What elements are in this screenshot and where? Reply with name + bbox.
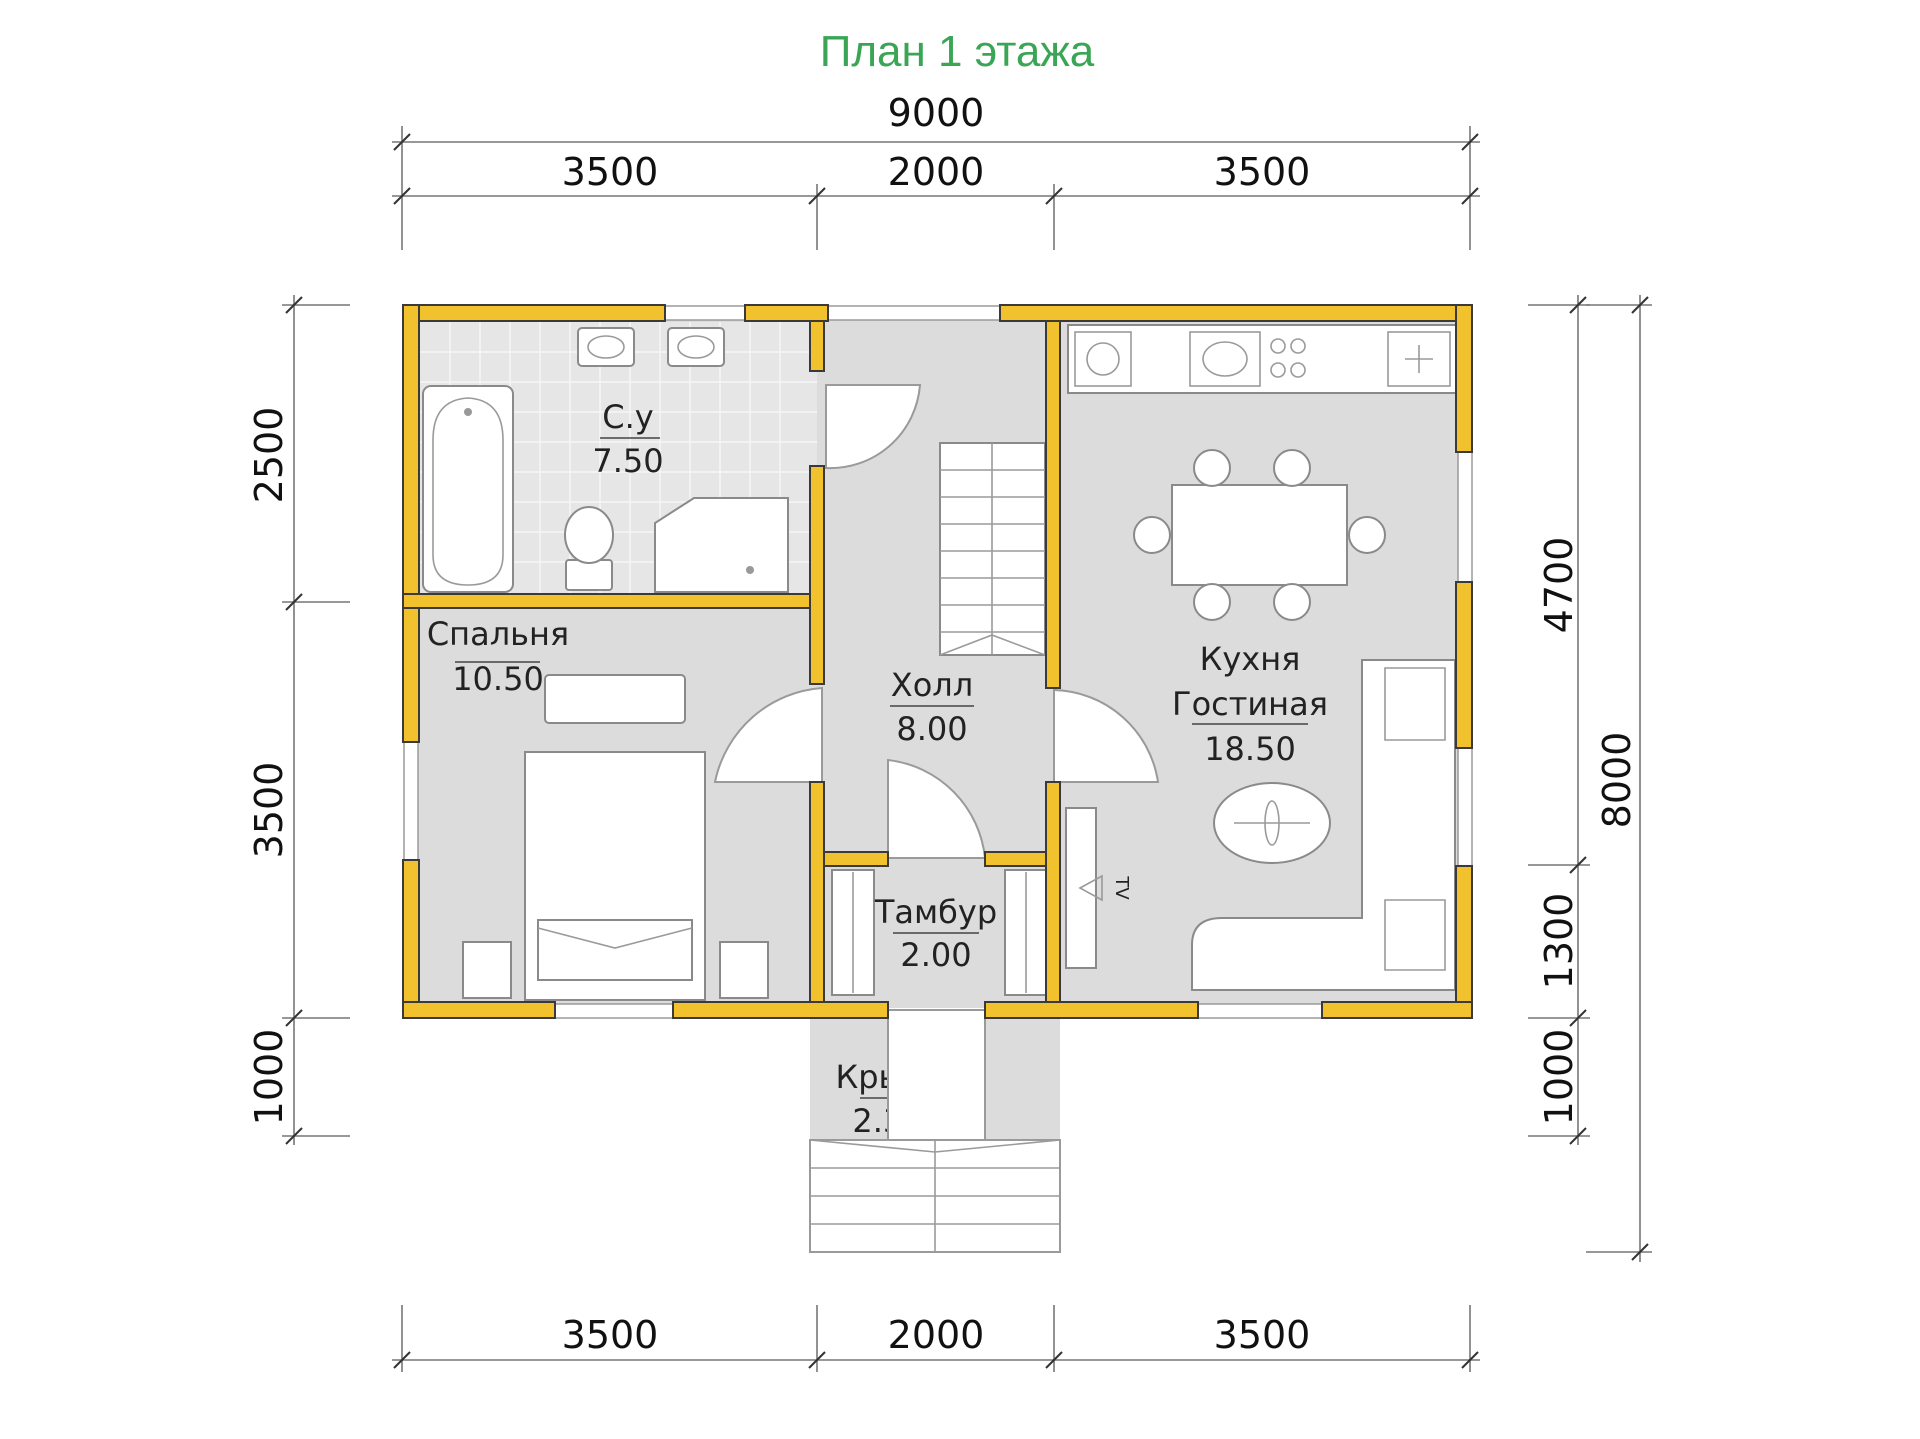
room-bath-area: 7.50 (592, 442, 663, 480)
vestibule-wardrobe-right (1004, 869, 1048, 996)
sink-left (577, 327, 635, 367)
dim-right-total-label: 8000 (1595, 732, 1639, 829)
dim-left-seg1-label: 2500 (247, 407, 291, 504)
dim-right-inner2-label: 1300 (1537, 893, 1581, 990)
door-entrance (887, 1009, 986, 1141)
dim-left-seg2-label: 3500 (247, 762, 291, 859)
nightstand-right (719, 941, 769, 999)
bed (524, 751, 706, 1001)
dim-right-inner1-label: 4700 (1537, 537, 1581, 634)
walls (402, 304, 1473, 1019)
room-kitchen-name1: Кухня (1200, 640, 1301, 678)
dimension-top-total: 9000 (392, 91, 1480, 250)
room-vestibule-area: 2.00 (900, 936, 971, 974)
dimension-top-segments: 3500 2000 3500 (392, 150, 1480, 250)
dining-table (1133, 449, 1386, 621)
plan-title: План 1 этажа (820, 27, 1095, 76)
doors (713, 384, 1160, 1141)
dim-top-total-label: 9000 (888, 91, 985, 135)
tv-label: TV (1111, 875, 1132, 900)
dimension-bottom-segments: 3500 2000 3500 (392, 1305, 1480, 1372)
coffee-table (1213, 782, 1331, 864)
kitchen-counter (1067, 324, 1459, 394)
dim-left-seg3-label: 1000 (247, 1029, 291, 1126)
room-vestibule-name: Тамбур (874, 893, 997, 931)
dim-bottom-seg3-label: 3500 (1214, 1313, 1311, 1357)
shower-cabin (654, 497, 789, 593)
dimension-left: 2500 3500 1000 (247, 295, 350, 1145)
room-hall-area: 8.00 (896, 710, 967, 748)
dim-bottom-seg1-label: 3500 (562, 1313, 659, 1357)
door-bedroom (713, 686, 823, 783)
dimension-right-inner: 4700 1300 1000 (1528, 295, 1590, 1145)
toilet (564, 506, 614, 591)
nightstand-left (462, 941, 512, 999)
dim-bottom-seg2-label: 2000 (888, 1313, 985, 1357)
dimension-right-total: 8000 (1586, 295, 1652, 1262)
door-kitchen (1053, 688, 1160, 783)
tv-stand: TV (1065, 807, 1132, 969)
dim-top-seg1-label: 3500 (562, 150, 659, 194)
staircase (939, 442, 1046, 656)
room-kitchen-name2: Гостиная (1172, 685, 1328, 723)
sink-right (667, 327, 725, 367)
dim-right-inner3-label: 1000 (1537, 1029, 1581, 1126)
room-hall-name: Холл (891, 666, 973, 704)
dim-top-seg2-label: 2000 (888, 150, 985, 194)
porch-steps (809, 1139, 1061, 1253)
vestibule-wardrobe-left (831, 869, 875, 996)
dim-top-seg3-label: 3500 (1214, 150, 1311, 194)
dresser (544, 674, 686, 724)
room-kitchen-area: 18.50 (1204, 730, 1296, 768)
room-bath-name: С.у (602, 398, 653, 436)
door-bath (825, 384, 922, 470)
room-bedroom-area: 10.50 (452, 660, 544, 698)
corner-sofa (1191, 659, 1456, 991)
room-bedroom-name: Спальня (427, 615, 569, 653)
bathtub (422, 385, 514, 593)
